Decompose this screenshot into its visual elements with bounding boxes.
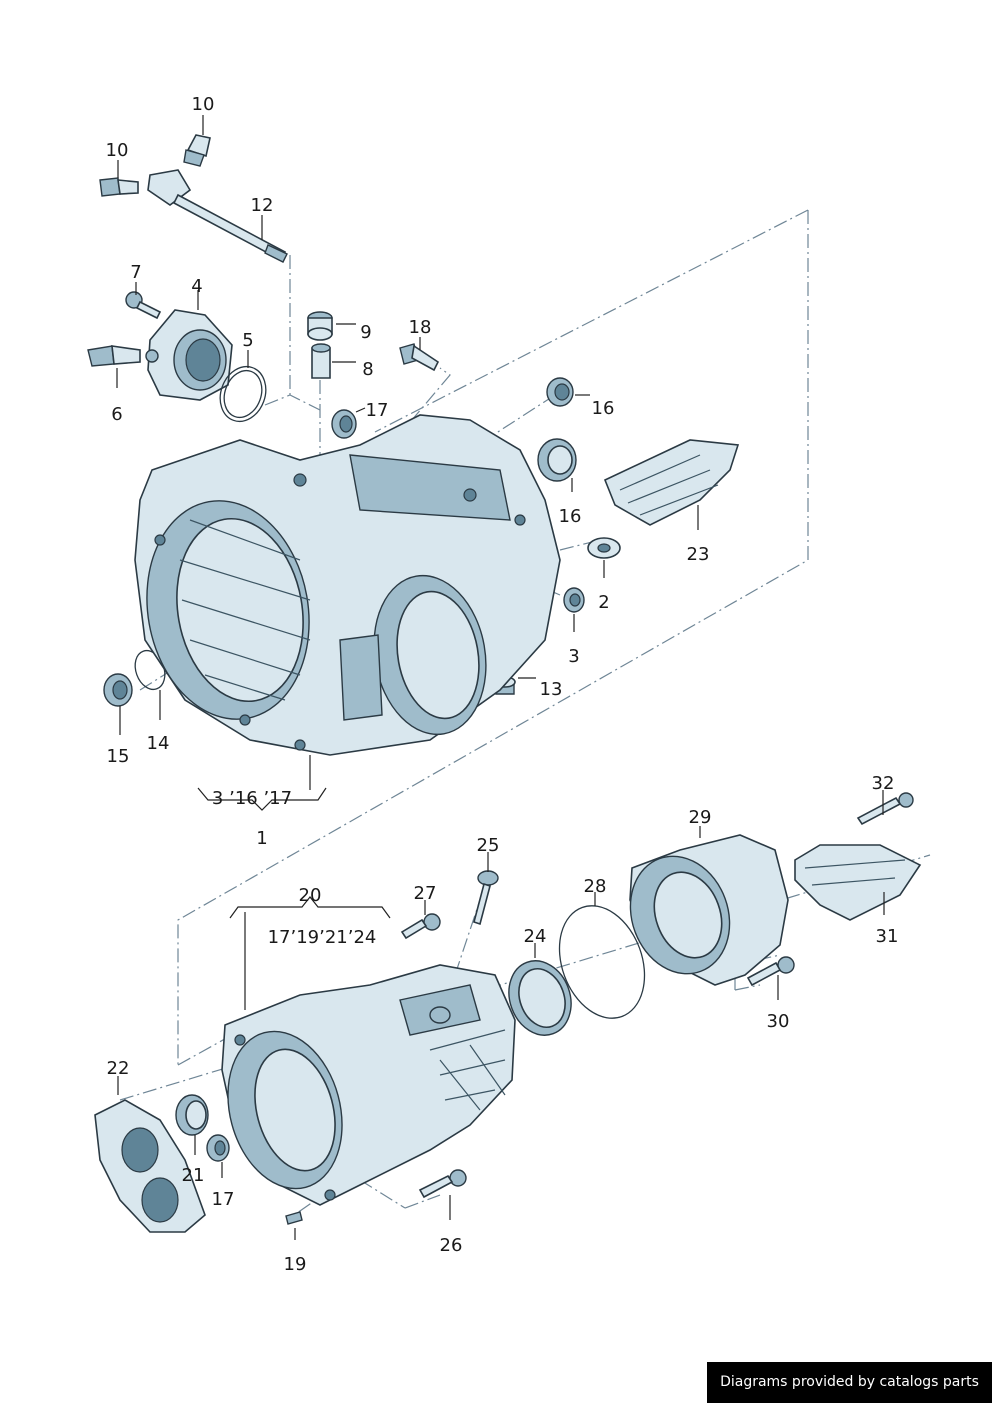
bolt-26 <box>418 1169 467 1199</box>
ring-24 <box>508 960 572 1036</box>
sensor-6 <box>87 345 159 367</box>
selector-shaft-12 <box>147 169 288 263</box>
washer-2 <box>587 537 621 559</box>
label-14: 14 <box>147 733 170 754</box>
flange-housing-4 <box>147 309 233 401</box>
bearing-21 <box>175 1094 209 1136</box>
label-31: 31 <box>876 926 899 947</box>
label-32: 32 <box>872 773 895 794</box>
o-ring-5 <box>219 365 267 423</box>
label-27: 27 <box>414 883 437 904</box>
label-5: 5 <box>242 330 253 351</box>
sleeve-8 <box>311 343 331 379</box>
seal-17-upper <box>331 409 357 439</box>
label-7: 7 <box>130 262 141 283</box>
bolt-30 <box>746 956 795 987</box>
plug-10-upper <box>183 134 211 167</box>
bolt-7 <box>125 291 162 320</box>
leader-lines <box>116 115 885 1240</box>
label-19: 19 <box>284 1254 307 1275</box>
bolt-25 <box>473 870 499 926</box>
label-9: 9 <box>360 322 371 343</box>
label-17-lower: 17 <box>212 1189 235 1210</box>
label-group-1-parts: 3 ’16 ’17 <box>212 788 292 809</box>
label-10-left: 10 <box>106 140 129 161</box>
label-29: 29 <box>689 807 712 828</box>
label-12: 12 <box>251 195 274 216</box>
stud-18 <box>399 343 440 372</box>
label-16-lower: 16 <box>559 506 582 527</box>
label-3: 3 <box>568 646 579 667</box>
label-30: 30 <box>767 1011 790 1032</box>
label-4: 4 <box>191 276 202 297</box>
label-6: 6 <box>111 404 122 425</box>
label-23: 23 <box>687 544 710 565</box>
bearing-16-lower <box>537 438 577 482</box>
label-16-upper: 16 <box>592 398 615 419</box>
bolt-32 <box>856 792 914 826</box>
bearing-16-upper <box>546 377 574 407</box>
label-8: 8 <box>362 359 373 380</box>
heat-shield-31 <box>794 844 922 921</box>
seal-17-lower <box>206 1134 230 1162</box>
gasket-28 <box>558 905 646 1019</box>
seal-3 <box>563 587 585 613</box>
bolt-27 <box>400 913 441 940</box>
rear-cover-29 <box>629 834 789 986</box>
label-20: 20 <box>299 885 322 906</box>
bell-housing-1 <box>134 414 561 756</box>
plug-10-left <box>99 177 139 197</box>
part-number-labels: 10 10 12 7 4 5 6 9 8 18 17 16 16 23 2 3 … <box>106 94 899 1275</box>
label-group-20-parts: 17’19’21’24 <box>268 927 377 948</box>
seal-15 <box>103 673 133 707</box>
label-2: 2 <box>598 592 609 613</box>
label-28: 28 <box>584 876 607 897</box>
gearbox-housing-20 <box>221 964 516 1206</box>
adapter-plate-22 <box>94 1099 206 1233</box>
label-26: 26 <box>440 1235 463 1256</box>
label-18: 18 <box>409 317 432 338</box>
heat-shield-23 <box>603 439 740 526</box>
label-1: 1 <box>256 828 267 849</box>
label-24: 24 <box>524 926 547 947</box>
label-13: 13 <box>540 679 563 700</box>
pin-19 <box>285 1211 303 1225</box>
cap-9 <box>307 311 333 341</box>
label-25: 25 <box>477 835 500 856</box>
label-15: 15 <box>107 746 130 767</box>
label-21: 21 <box>182 1165 205 1186</box>
label-22: 22 <box>107 1058 130 1079</box>
credit-banner: Diagrams provided by catalogs parts <box>707 1362 992 1403</box>
label-10-top: 10 <box>192 94 215 115</box>
label-17-upper: 17 <box>366 400 389 421</box>
